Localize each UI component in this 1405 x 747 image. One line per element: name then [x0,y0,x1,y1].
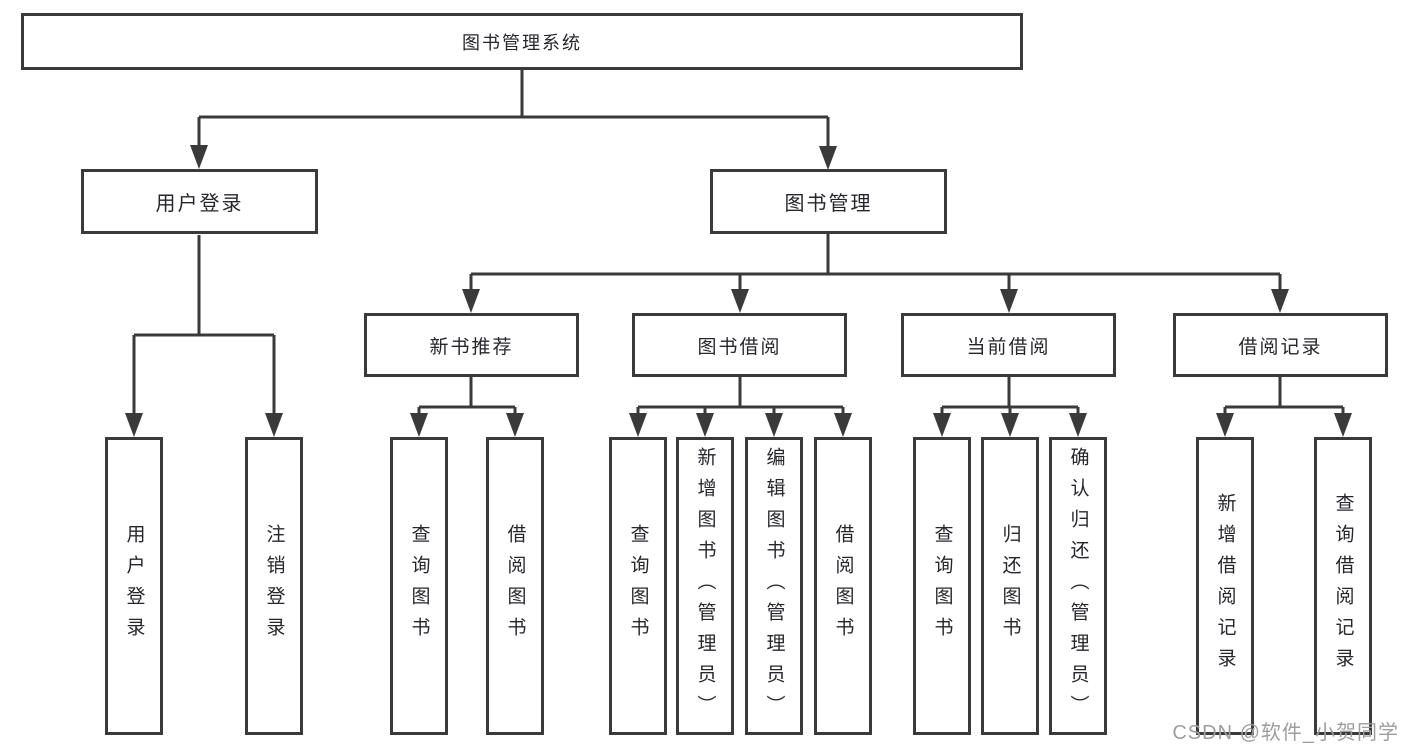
node-label: 确认归还（管理员） [1067,446,1089,726]
node-user-login: 用户登录 [81,169,318,234]
leaf-borrowing-query-books: 查询图书 [609,437,667,735]
node-label: 图书管理系统 [462,32,582,53]
node-label: 用户登录 [123,524,145,648]
node-label: 图书管理 [784,193,873,215]
node-current-borrowing: 当前借阅 [901,313,1116,377]
node-book-management: 图书管理 [710,169,947,234]
node-library-management-system: 图书管理系统 [21,13,1023,70]
leaf-current-query-books: 查询图书 [913,437,971,735]
node-label: 借阅图书 [832,524,854,648]
node-book-borrowing: 图书借阅 [632,313,847,377]
node-new-book-recommendation: 新书推荐 [364,313,579,377]
leaf-return-books: 归还图书 [981,437,1039,735]
node-label: 查询图书 [627,524,649,648]
leaf-borrowing-borrow-books: 借阅图书 [814,437,872,735]
node-label: 新增图书（管理员） [694,446,716,726]
leaf-add-book-admin: 新增图书（管理员） [676,437,734,735]
node-label: 当前借阅 [966,336,1051,358]
node-label: 查询图书 [408,524,430,648]
node-label: 用户登录 [155,193,244,215]
node-label: 新书推荐 [429,336,514,358]
node-label: 新增借阅记录 [1214,493,1236,679]
leaf-confirm-return-admin: 确认归还（管理员） [1049,437,1107,735]
leaf-user-login: 用户登录 [105,437,163,735]
node-label: 查询图书 [931,524,953,648]
node-label: 图书借阅 [697,336,782,358]
leaf-recommend-query-books: 查询图书 [390,437,448,735]
node-label: 编辑图书（管理员） [763,446,785,726]
leaf-add-borrow-record: 新增借阅记录 [1196,437,1254,735]
node-borrowing-records: 借阅记录 [1173,313,1388,377]
leaf-edit-book-admin: 编辑图书（管理员） [745,437,803,735]
leaf-query-borrow-record: 查询借阅记录 [1314,437,1372,735]
node-label: 注销登录 [263,524,285,648]
node-label: 归还图书 [999,524,1021,648]
node-label: 借阅图书 [504,524,526,648]
node-label: 借阅记录 [1238,336,1323,358]
leaf-logout: 注销登录 [245,437,303,735]
leaf-recommend-borrow-books: 借阅图书 [486,437,544,735]
node-label: 查询借阅记录 [1332,493,1354,679]
